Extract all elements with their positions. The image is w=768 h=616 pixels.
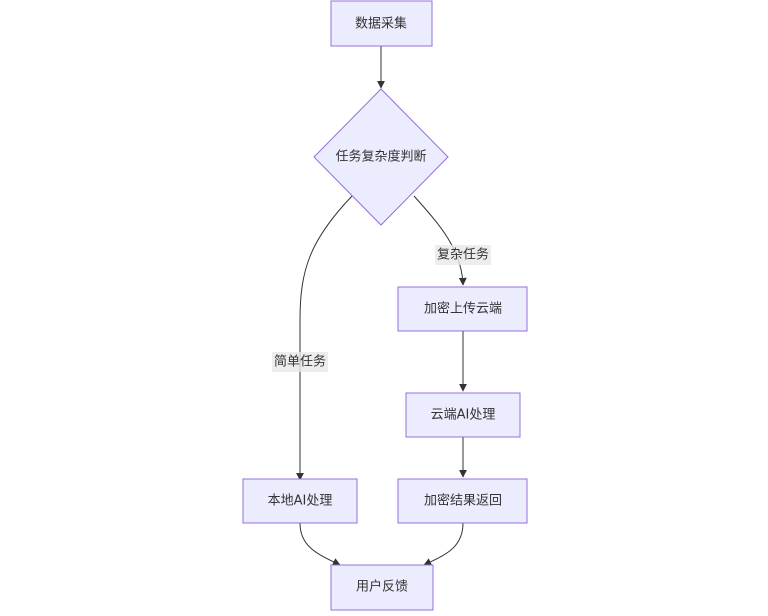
node-encrypt-return-label: 加密结果返回 (424, 493, 502, 509)
node-local-ai[interactable]: 本地AI处理 (242, 478, 358, 524)
edge-judge-to-local (296, 195, 353, 481)
node-encrypt-return[interactable]: 加密结果返回 (397, 478, 528, 524)
node-data-collection[interactable]: 数据采集 (330, 0, 433, 47)
node-cloud-ai-label: 云端AI处理 (431, 408, 496, 423)
edge-judge-to-upload (413, 195, 467, 286)
edge-local-to-feedback (299, 522, 341, 566)
node-data-collection-label: 数据采集 (355, 16, 407, 32)
edge-label-simple-text: 简单任务 (274, 354, 326, 370)
node-user-feedback[interactable]: 用户反馈 (330, 564, 434, 611)
node-cloud-ai[interactable]: 云端AI处理 (405, 392, 521, 438)
node-encrypt-upload[interactable]: 加密上传云端 (397, 286, 528, 332)
node-local-ai-label: 本地AI处理 (268, 494, 333, 509)
node-complexity-decision[interactable]: 任务复杂度判断 (313, 88, 449, 226)
node-complexity-decision-label: 任务复杂度判断 (335, 149, 426, 165)
edge-label-simple: 简单任务 (272, 352, 328, 372)
edge-return-to-feedback (423, 522, 464, 566)
edge-label-complex: 复杂任务 (435, 245, 491, 265)
edge-label-complex-text: 复杂任务 (437, 247, 489, 263)
node-user-feedback-label: 用户反馈 (356, 579, 408, 595)
node-encrypt-upload-label: 加密上传云端 (424, 301, 502, 317)
